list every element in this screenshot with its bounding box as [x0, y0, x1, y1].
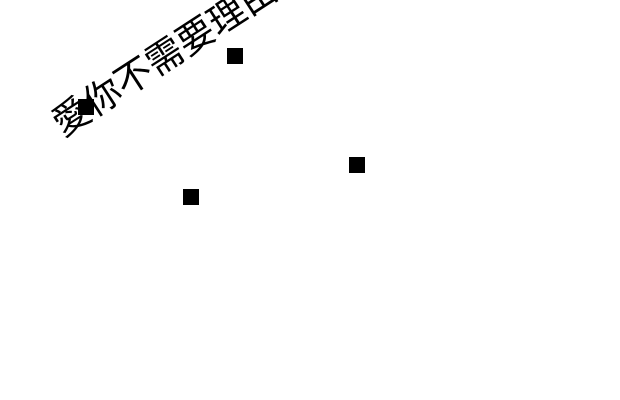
resize-handle-top-right[interactable]: [227, 48, 243, 64]
resize-handle-bottom-left[interactable]: [183, 189, 199, 205]
resize-handle-bottom-right[interactable]: [349, 157, 365, 173]
resize-handle-top-left[interactable]: [78, 99, 94, 115]
text-content: 愛你不需要理由: [44, 0, 286, 146]
rotated-text-object[interactable]: 愛你不需要理由: [45, 0, 377, 155]
